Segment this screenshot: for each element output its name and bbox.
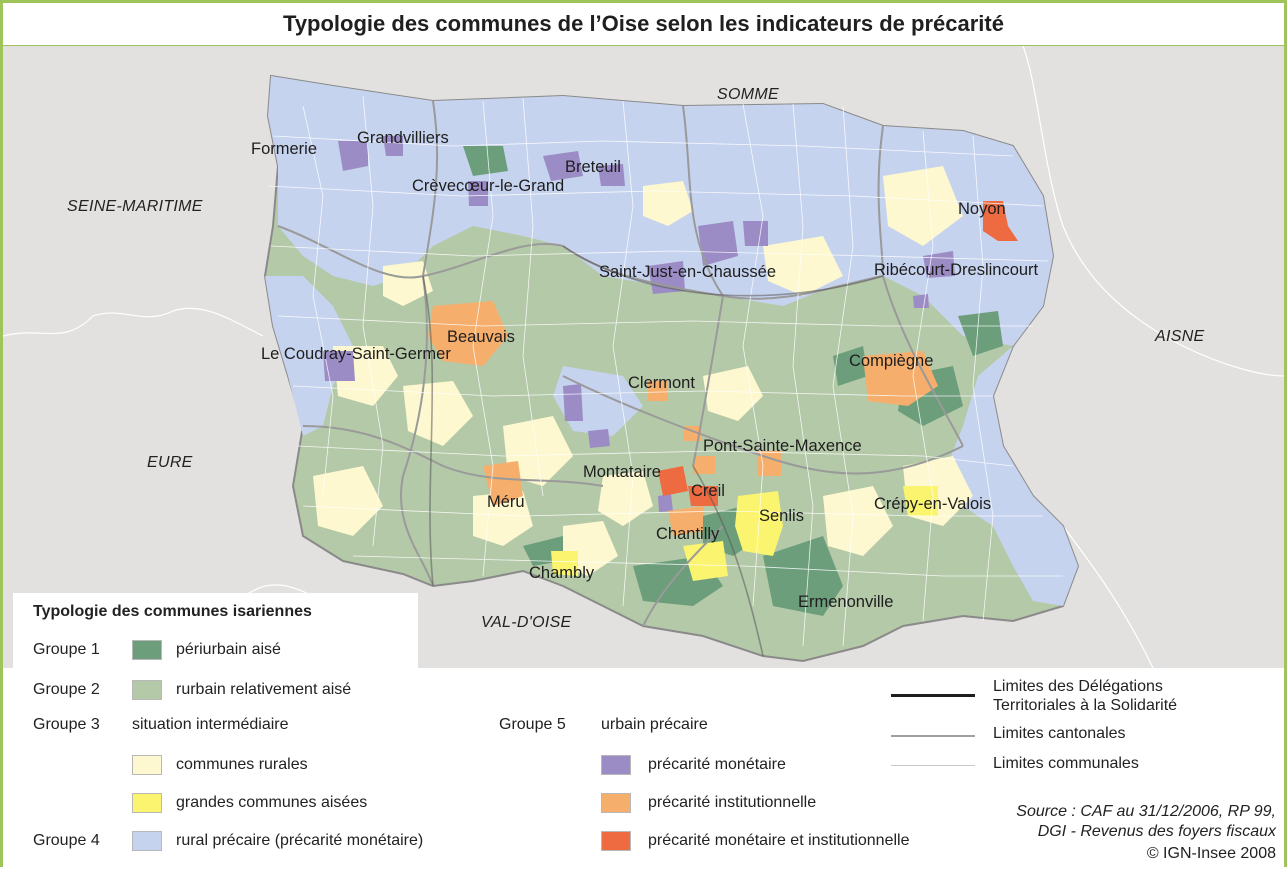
copyright: © IGN-Insee 2008 [1146, 845, 1276, 862]
legend-swatch-communes-rurales [132, 755, 162, 775]
neighbor-border-east [1022, 46, 1284, 377]
legend-swatch-periurbain-aise [132, 640, 162, 660]
city-ribecourt: Ribécourt-Dreslincourt [874, 261, 1039, 279]
legend-group-1: Groupe 1 [33, 641, 100, 658]
neighbor-border-se [1062, 525, 1154, 668]
city-grandvilliers: Grandvilliers [357, 129, 449, 147]
legend-line-communales [891, 765, 975, 766]
legend-label-cantonales: Limites cantonales [993, 725, 1126, 742]
legend-label-communes-rurales: communes rurales [176, 756, 308, 773]
map-title: Typologie des communes de l’Oise selon l… [3, 3, 1284, 46]
legend-group-5: Groupe 5 [499, 716, 566, 733]
city-crepy: Crépy-en-Valois [874, 495, 992, 513]
legend-label-periurbain-aise: périurbain aisé [176, 641, 281, 658]
city-meru: Méru [487, 493, 525, 511]
legend-swatch-precarite-monetaire [601, 755, 631, 775]
legend-label-delegations-1: Limites des Délégations [993, 678, 1163, 695]
neighbor-aisne: AISNE [1155, 328, 1205, 345]
city-creil: Creil [691, 482, 725, 500]
neighbor-seine-maritime: SEINE-MARITIME [67, 198, 203, 215]
legend-line-cantonales [891, 735, 975, 737]
legend-label-delegations: Limites des Délégations Territoriales à … [993, 677, 1177, 715]
legend-swatch-precarite-institutionnelle [601, 793, 631, 813]
source-line-2: DGI - Revenus des foyers fiscaux [1037, 823, 1276, 840]
neighbor-somme: SOMME [717, 86, 779, 103]
city-breteuil: Breteuil [565, 158, 621, 176]
legend-label-grandes-communes: grandes communes aisées [176, 794, 368, 811]
city-chantilly: Chantilly [656, 525, 720, 543]
legend-label-communales: Limites communales [993, 755, 1139, 772]
legend-swatch-rural-precaire [132, 831, 162, 851]
map-area: SOMME SEINE-MARITIME AISNE EURE VAL-D'OI… [3, 46, 1284, 668]
neighbor-eure: EURE [147, 454, 193, 471]
legend-line-delegations [891, 694, 975, 697]
city-formerie: Formerie [251, 140, 318, 158]
limites-cantonales [277, 100, 964, 627]
neighbor-val-doise: VAL-D'OISE [481, 614, 572, 631]
city-ermenonville: Ermenonville [798, 593, 894, 611]
city-crevecoeur: Crèvecœur-le-Grand [412, 177, 565, 195]
legend-group-4: Groupe 4 [33, 832, 100, 849]
legend-swatch-precarite-mixte [601, 831, 631, 851]
legend-label-precarite-monetaire: précarité monétaire [648, 756, 786, 773]
source-line-1: Source : CAF au 31/12/2006, RP 99, [1016, 803, 1276, 820]
city-senlis: Senlis [759, 507, 804, 525]
legend-swatch-rurbain [132, 680, 162, 700]
city-saint-just: Saint-Just-en-Chaussée [599, 263, 777, 281]
city-chambly: Chambly [529, 564, 595, 582]
legend-label-rurbain: rurbain relativement aisé [176, 681, 352, 698]
legend-box [13, 593, 418, 668]
legend-label-urbain-precaire: urbain précaire [601, 716, 708, 733]
city-noyon: Noyon [958, 200, 1006, 218]
legend-label-precarite-mixte: précarité monétaire et institutionnelle [648, 832, 910, 849]
zone-communes-rurales [313, 166, 973, 576]
city-montataire: Montataire [583, 463, 661, 481]
zone-rural-precaire-west [265, 276, 353, 436]
map-svg [3, 46, 1284, 668]
city-compiegne: Compiègne [849, 352, 934, 370]
neighbor-border-west [3, 307, 264, 337]
legend-label-delegations-2: Territoriales à la Solidarité [993, 697, 1178, 714]
city-pont-sainte-maxence: Pont-Sainte-Maxence [703, 437, 862, 455]
city-le-coudray: Le Coudray-Saint-Germer [261, 345, 451, 363]
legend-heading: Typologie des communes isariennes [33, 603, 312, 620]
city-clermont: Clermont [628, 374, 695, 392]
legend-swatch-grandes-communes [132, 793, 162, 813]
legend-group-2: Groupe 2 [33, 681, 100, 698]
legend-label-rural-precaire: rural précaire (précarité monétaire) [176, 832, 424, 849]
limites-communales [267, 95, 1063, 647]
legend-group-3: Groupe 3 [33, 716, 100, 733]
city-beauvais: Beauvais [447, 328, 515, 346]
legend-label-precarite-institutionnelle: précarité institutionnelle [648, 794, 817, 811]
legend-label-intermediaire: situation intermédiaire [132, 716, 289, 733]
zone-precarite-mixte [658, 201, 1018, 506]
limites-delegations [422, 245, 884, 657]
